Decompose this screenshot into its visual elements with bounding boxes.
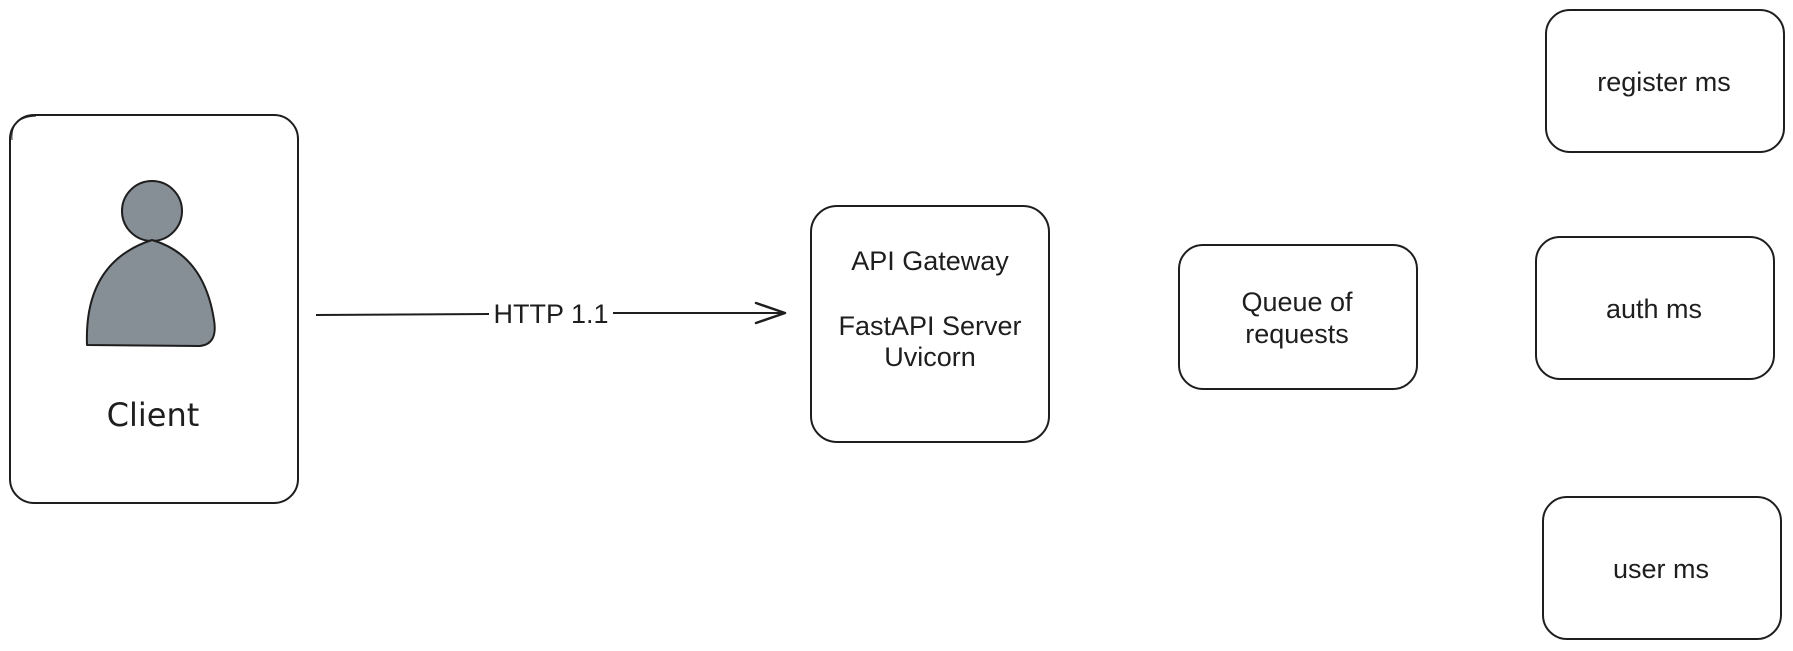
client-box bbox=[9, 114, 299, 504]
queue-label-line2: requests bbox=[1245, 319, 1349, 349]
queue-node[interactable]: Queue of requests bbox=[1178, 244, 1418, 390]
user-ms-label: user ms bbox=[1613, 554, 1709, 584]
client-node[interactable]: Client bbox=[9, 114, 299, 504]
api-gateway-node[interactable]: API Gateway FastAPI Server Uvicorn bbox=[810, 205, 1050, 443]
gateway-runtime: Uvicorn bbox=[884, 342, 976, 372]
auth-ms-node[interactable]: auth ms bbox=[1535, 236, 1775, 380]
auth-ms-label: auth ms bbox=[1606, 294, 1702, 324]
connector-line-left bbox=[315, 313, 490, 316]
arrowhead-icon bbox=[754, 301, 787, 325]
register-ms-label: register ms bbox=[1597, 67, 1731, 97]
api-gateway-box bbox=[810, 205, 1050, 443]
register-ms-box bbox=[1545, 9, 1785, 153]
user-ms-box bbox=[1542, 496, 1782, 640]
auth-ms-box bbox=[1535, 236, 1775, 380]
client-box-sketch-stroke bbox=[11, 115, 37, 141]
client-label: Client bbox=[107, 396, 200, 434]
gateway-title: API Gateway bbox=[851, 246, 1009, 276]
gateway-server: FastAPI Server bbox=[838, 311, 1021, 341]
queue-label-line1: Queue of bbox=[1241, 287, 1353, 317]
queue-box bbox=[1178, 244, 1418, 390]
connector-label: HTTP 1.1 bbox=[493, 299, 608, 329]
person-icon bbox=[85, 180, 216, 347]
register-ms-node[interactable]: register ms bbox=[1545, 9, 1785, 153]
http-connector[interactable]: HTTP 1.1 bbox=[315, 299, 787, 329]
user-ms-node[interactable]: user ms bbox=[1542, 496, 1782, 640]
